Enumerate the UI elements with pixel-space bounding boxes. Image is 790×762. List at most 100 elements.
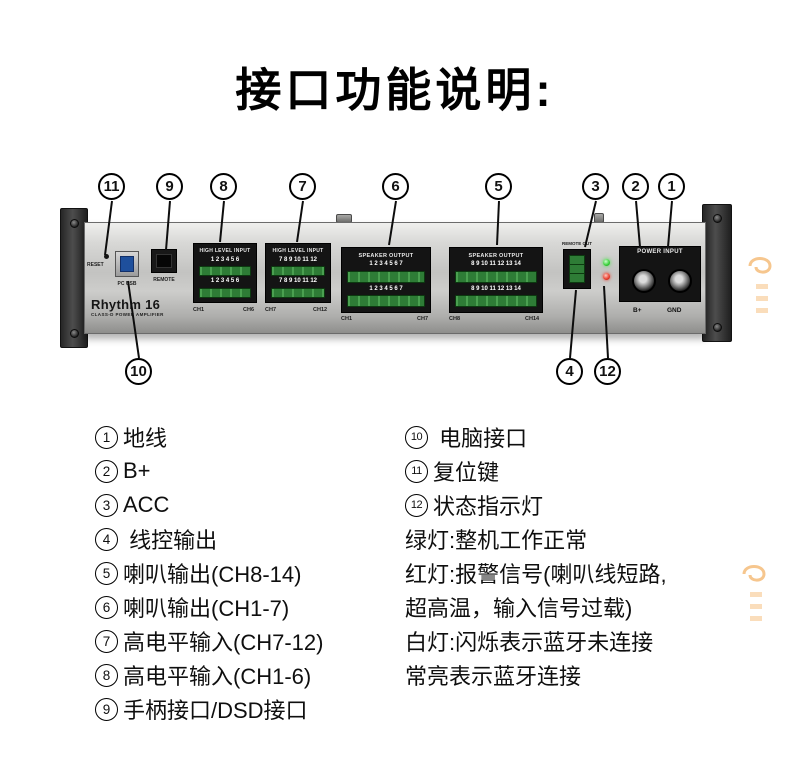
terminal-strip: [199, 265, 251, 276]
circled-number: 8: [95, 663, 118, 687]
circled-number: 11: [405, 459, 428, 483]
pin-numbers: 7 8 9 10 11 12: [278, 278, 318, 285]
gnd-terminal: [668, 269, 692, 293]
remote-label: REMOTE: [153, 277, 175, 283]
legend-text: 状态指示灯: [433, 494, 544, 519]
circled-number: 12: [405, 493, 428, 517]
legend-text: 白灯:闪烁表示蓝牙未连接: [405, 630, 654, 655]
callout-10: 10: [125, 358, 152, 385]
callout-2: 2: [622, 173, 649, 200]
circled-number: 6: [95, 595, 118, 619]
terminal-strip: [199, 287, 251, 298]
callout-6: 6: [382, 173, 409, 200]
gnd-label: GND: [667, 307, 682, 314]
legend-text: 常亮表示蓝牙连接: [405, 664, 582, 689]
terminal-strip: [455, 295, 537, 308]
legend-text: 高电平输入(CH7-12): [123, 630, 324, 655]
remote-out-label: REMOTE OUT: [562, 241, 592, 246]
screw-icon: [713, 214, 722, 223]
circled-number: 4: [95, 527, 118, 551]
high-level-input-connector-2: HIGH LEVEL INPUT 7 8 9 10 11 12 7 8 9 10…: [265, 243, 331, 303]
pin-numbers: 1 2 3 4 5 6: [210, 256, 240, 263]
legend-item: 4 线控输出: [95, 522, 405, 556]
legend-text: B+: [123, 458, 151, 483]
circled-number: 1: [95, 425, 118, 449]
circled-number: 3: [95, 493, 118, 517]
legend-item: 超高温，输入信号过载): [405, 590, 790, 624]
speaker-output-connector-2: SPEAKER OUTPUT 8 9 10 11 12 13 14 8 9 10…: [449, 247, 543, 313]
callout-7: 7: [289, 173, 316, 200]
speaker-output-label: SPEAKER OUTPUT: [358, 252, 414, 259]
circled-number: 7: [95, 629, 118, 653]
channel-label: CH7: [417, 316, 429, 322]
legend-text: 红灯:报警信号(喇叭线短路,: [405, 562, 667, 587]
screw-icon: [713, 323, 722, 332]
status-led-green: [603, 259, 610, 266]
legend-text: 手柄接口/DSD接口: [123, 698, 308, 723]
legend-text: 线控输出: [123, 528, 218, 553]
pin-numbers: 8 9 10 11 12 13 14: [471, 261, 521, 268]
channel-label: CH1: [341, 316, 353, 322]
remote-handle-port: [151, 249, 177, 273]
legend-text: 电脑接口: [433, 426, 528, 451]
terminal-strip: [347, 295, 425, 308]
callout-5: 5: [485, 173, 512, 200]
usb-port-inner: [120, 256, 134, 272]
brand-subtitle: CLASS-D POWER AMPLIFIER: [91, 312, 164, 317]
legend-text: 绿灯:整机工作正常: [405, 528, 588, 553]
high-level-input-label: HIGH LEVEL INPUT: [199, 248, 251, 255]
brand: Rhythm 16 CLASS-D POWER AMPLIFIER: [91, 297, 164, 317]
power-input-block: POWER INPUT: [619, 246, 701, 302]
channel-label: CH7: [265, 307, 277, 313]
terminal-strip: [455, 270, 537, 283]
terminal-strip: [347, 270, 425, 283]
page-title: 接口功能说明:: [235, 64, 555, 116]
legend-text: 复位键: [433, 460, 500, 485]
pc-usb-port: [115, 251, 139, 277]
callout-1: 1: [658, 173, 685, 200]
legend-text: ACC: [123, 492, 170, 517]
legend-item: 常亮表示蓝牙连接: [405, 658, 790, 692]
remote-out-connector: [563, 249, 591, 289]
circled-number: 9: [95, 697, 118, 721]
channel-label: CH14: [525, 316, 540, 322]
circled-number: 5: [95, 561, 118, 585]
status-led-red: [603, 273, 610, 280]
high-level-input-connector-1: HIGH LEVEL INPUT 1 2 3 4 5 6 1 2 3 4 5 6: [193, 243, 257, 303]
legend-text: 超高温，输入信号过载): [405, 596, 633, 621]
legend-item: 白灯:闪烁表示蓝牙未连接: [405, 624, 790, 658]
rack-ear-right: [702, 204, 732, 342]
screw-icon: [70, 219, 79, 228]
high-level-input-label: HIGH LEVEL INPUT: [272, 248, 324, 255]
power-input-label: POWER INPUT: [637, 249, 683, 255]
amplifier-figure: 11 9 8 7 6 5 3 2 1 10 4 12 RESET PC USB: [0, 162, 790, 394]
channel-label: CH1: [193, 307, 205, 313]
channel-label: CH12: [313, 307, 328, 313]
terminal-strip: [271, 265, 325, 276]
circled-number: 2: [95, 459, 118, 483]
channel-label: CH8: [449, 316, 461, 322]
pin-numbers: 7 8 9 10 11 12: [278, 256, 318, 263]
callout-3: 3: [582, 173, 609, 200]
legend-item: 绿灯:整机工作正常: [405, 522, 790, 556]
channel-label: CH6: [243, 307, 255, 313]
pin-numbers: 1 2 3 4 5 6 7: [369, 261, 403, 268]
brand-name: Rhythm 16: [91, 297, 161, 312]
reset-button: [104, 254, 109, 259]
legend-text: 喇叭输出(CH8-14): [123, 562, 302, 587]
callout-9: 9: [156, 173, 183, 200]
terminal-strip: [569, 255, 585, 283]
speaker-output-connector-1: SPEAKER OUTPUT 1 2 3 4 5 6 7 1 2 3 4 5 6…: [341, 247, 431, 313]
callout-11: 11: [98, 173, 125, 200]
